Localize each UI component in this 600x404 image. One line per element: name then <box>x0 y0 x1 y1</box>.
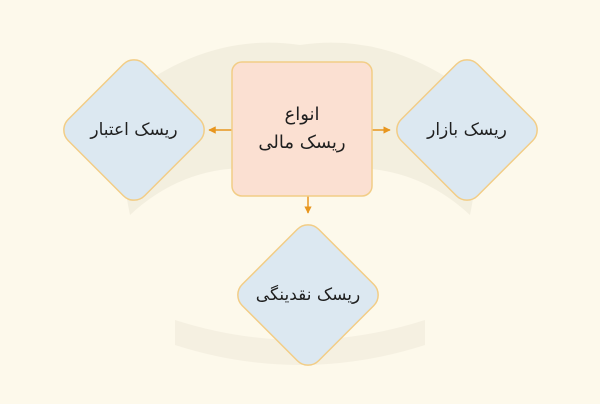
left-diamond-label: ریسک اعتبار <box>90 120 178 140</box>
left-diamond-node <box>63 59 205 201</box>
bottom-diamond-node <box>237 224 379 366</box>
bottom-diamond-label: ریسک نقدینگی <box>255 285 361 305</box>
right-diamond-node <box>396 59 538 201</box>
center-box-label: انواع ریسک مالی <box>258 104 346 153</box>
center-box-node <box>231 61 373 197</box>
right-diamond-label: ریسک بازار <box>427 120 507 140</box>
